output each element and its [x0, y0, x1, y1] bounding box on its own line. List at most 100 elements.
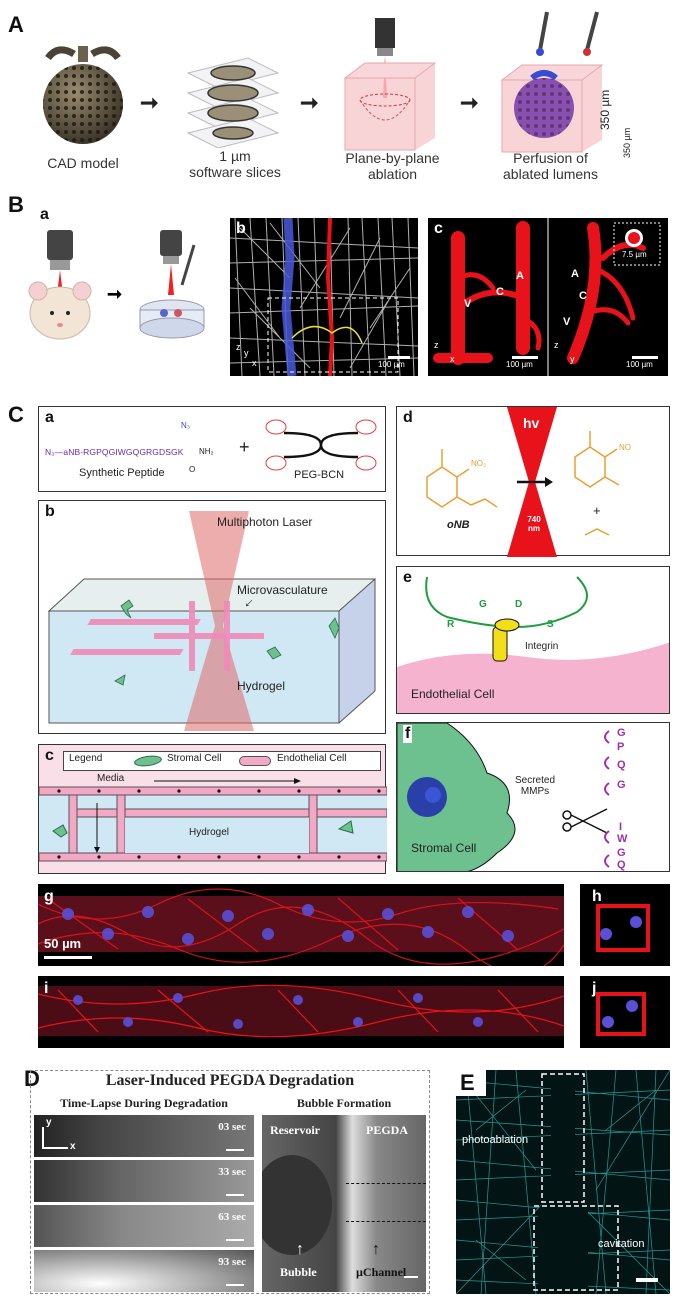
mmp-degradation-diagram: [397, 723, 610, 871]
step-ablation-label: Plane-by-plane ablation: [345, 150, 440, 182]
integrin-binding-diagram: [397, 576, 669, 713]
perfusion-illustration: [500, 11, 604, 153]
panel-c-g-letter: g: [44, 888, 54, 905]
arrow-up-icon: ↑: [372, 1241, 380, 1258]
endothelial-legend-label: Endothelial Cell: [277, 753, 347, 764]
scale-bar: [226, 1194, 244, 1196]
cad-model-illustration: [43, 46, 123, 144]
seq-letter: G: [617, 727, 626, 739]
no2-label: NO₂: [471, 459, 487, 468]
panel-b-sub-a: a: [40, 206, 49, 223]
scale-label-g: 50 µm: [44, 936, 82, 951]
arrow-icon: ➞: [460, 90, 479, 115]
rgds-letter: D: [515, 599, 523, 610]
panel-c-a-letter: a: [45, 409, 54, 426]
seq-letter: I: [619, 821, 623, 833]
scale-label-b: 100 µm: [378, 360, 405, 369]
scale-bar: [44, 956, 92, 959]
axis-y: y: [244, 348, 249, 358]
axis-x: x: [252, 358, 257, 368]
step-cad-label: CAD model: [47, 155, 119, 171]
pegda-label: PEGDA: [366, 1123, 408, 1137]
hydrogel-label: Hydrogel: [189, 827, 230, 838]
time-label: 03 sec: [218, 1121, 246, 1133]
vessel-label: V: [464, 298, 472, 310]
vessel-label: V: [563, 316, 571, 328]
panel-b-sub-c: c: [434, 220, 443, 237]
panel-c-a-box: a N₃—aNB-RGPQGIWGQGRGDSGK N₃ NH₂ O Synth…: [38, 406, 386, 492]
timelapse-frame-1: 03 sec y x: [34, 1115, 254, 1157]
seq-letter: W: [617, 833, 628, 845]
ablation-illustration: [343, 18, 437, 151]
bubble-shape: [262, 1155, 332, 1255]
time-label: 63 sec: [218, 1211, 246, 1223]
microscopy-crosssection-h: h: [580, 884, 670, 966]
scale-bar: [226, 1239, 244, 1241]
panel-c-e-letter: e: [403, 569, 412, 586]
wavelength-label: 740 nm: [527, 515, 541, 533]
channel-dashed-line: [346, 1183, 426, 1184]
rgds-letter: R: [447, 619, 455, 630]
seq-letter: Q: [617, 759, 626, 771]
axis-x: x: [450, 354, 455, 364]
peg-bcn-structure: [265, 419, 377, 471]
vasculature-render-image: b z y x 100 µm: [230, 218, 418, 376]
scale-bar: [636, 1278, 658, 1282]
panel-d-letter: D: [24, 1066, 40, 1091]
endothelial-legend-icon: [239, 756, 271, 766]
panel-c-d-letter: d: [403, 409, 413, 426]
endothelial-cell-label: Endothelial Cell: [411, 687, 495, 701]
scale-bar: [388, 356, 410, 359]
stromal-legend-label: Stromal Cell: [167, 753, 222, 764]
panel-d-frame: [30, 1070, 430, 1294]
seq-letter: Q: [617, 859, 626, 871]
bubble-formation-image: Reservoir PEGDA ↑ Bubble ↑ µChannel: [262, 1115, 426, 1292]
laser-label: Multiphoton Laser: [217, 515, 313, 529]
panel-c-h-letter: h: [592, 888, 602, 905]
media-label: Media: [97, 773, 125, 784]
cavitation-label: cavitation: [598, 1238, 645, 1250]
plus-sign: +: [593, 503, 601, 518]
bubble-label: Bubble: [280, 1265, 317, 1279]
hv-label: hv: [523, 415, 540, 431]
panel-c-letter: C: [8, 402, 24, 427]
dimension-depth-label: 350 µm: [622, 127, 632, 158]
hydrogel-laser-diagram: [47, 511, 377, 731]
panel-c-c-letter: c: [45, 747, 54, 764]
panel-e-letter: E: [460, 1070, 475, 1095]
dimension-height-label: 350 µm: [598, 89, 612, 130]
axis-z: z: [554, 340, 559, 350]
axis-y: y: [570, 354, 575, 364]
axis-x: x: [70, 1141, 76, 1152]
timelapse-frame-4: 93 sec: [34, 1250, 254, 1292]
scale-bar: [226, 1284, 244, 1286]
peptide-label: Synthetic Peptide: [79, 467, 165, 479]
panel-b-sub-b: b: [236, 220, 246, 237]
scale-bar: [226, 1149, 244, 1151]
inset-scale-label: 7.5 µm: [622, 250, 647, 259]
scale-label-c2: 100 µm: [626, 360, 653, 369]
integrin-label: Integrin: [525, 641, 559, 652]
panel-e-letter-bg: [456, 1070, 486, 1096]
peptide-sequence: N₃—aNB-RGPQGIWGQGRGDSGK: [45, 447, 184, 457]
arrow-icon: ➞: [300, 90, 319, 115]
vessel-label: C: [579, 290, 587, 302]
scale-bar: [632, 356, 658, 359]
rgds-letter: G: [479, 599, 487, 610]
time-label: 93 sec: [218, 1256, 246, 1268]
panel-c-j-letter: j: [592, 980, 597, 997]
panel-d-title: Laser-Induced PEGDA Degradation: [105, 1072, 355, 1089]
hydrogel-label: Hydrogel: [237, 679, 286, 693]
no-label: NO: [619, 443, 631, 452]
scale-label-c1: 100 µm: [506, 360, 533, 369]
panel-c-c-box: c Legend Stromal Cell Endothelial Cell M…: [38, 744, 387, 874]
photocleavage-diagram: [426, 407, 620, 557]
bubble-header: Bubble Formation: [296, 1096, 392, 1110]
photoablation-label: photoablation: [462, 1134, 529, 1146]
channel-diagram: [39, 778, 387, 862]
o-label: O: [189, 465, 196, 474]
n3-label: N₃: [181, 421, 191, 430]
time-label: 33 sec: [218, 1166, 246, 1178]
panel-c-f-letter: f: [403, 725, 413, 743]
legend-title: Legend: [69, 753, 103, 764]
